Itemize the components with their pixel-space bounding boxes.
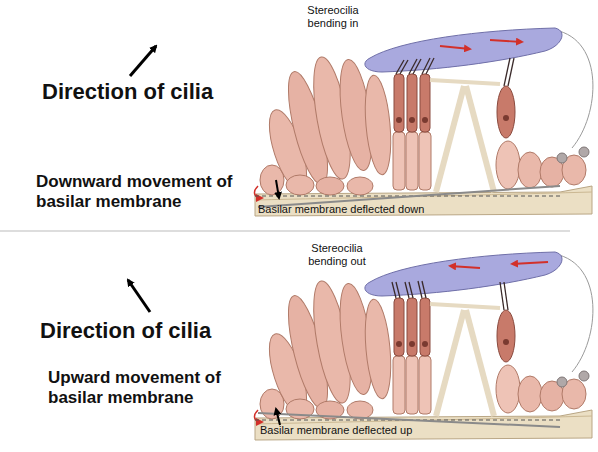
stereocilium xyxy=(396,282,400,298)
stereocilium xyxy=(422,281,426,298)
stereocilium xyxy=(508,58,514,86)
deflection-label: Basilar membrane deflected down xyxy=(258,203,518,216)
movement-label: Upward movement of basilar membrane xyxy=(48,368,224,407)
stereocilium xyxy=(504,282,508,310)
stereocilium xyxy=(500,282,504,310)
direction-label: Direction of cilia xyxy=(40,318,280,343)
direction-arrow xyxy=(130,46,156,76)
organ-of-corti-bottom xyxy=(255,252,593,440)
shear-arrow xyxy=(512,262,548,264)
direction-label: Direction of cilia xyxy=(42,79,282,104)
shear-arrow xyxy=(440,46,470,49)
deflection-label: Basilar membrane deflected up xyxy=(260,424,520,437)
shear-arrow xyxy=(490,40,522,42)
stereocilium xyxy=(426,58,434,74)
stereocilium xyxy=(392,282,396,298)
panel-divider xyxy=(0,231,570,232)
movement-arrow xyxy=(276,180,279,198)
direction-arrow xyxy=(128,280,150,312)
stereocilium xyxy=(422,58,430,74)
movement-label: Downward movement of basilar membrane xyxy=(36,172,236,211)
structure-label: Stereocilia bending out xyxy=(298,242,376,267)
stereocilium xyxy=(405,282,409,298)
movement-arrow xyxy=(276,409,280,425)
structure-label: Stereocilia bending in xyxy=(294,4,372,29)
stereocilium xyxy=(418,281,422,298)
stereocilium xyxy=(409,282,413,298)
stereocilium xyxy=(400,60,408,74)
stereocilium xyxy=(396,60,404,74)
stereocilia-top xyxy=(396,58,514,86)
shear-arrow xyxy=(450,266,480,268)
stereocilia-bottom xyxy=(392,281,508,310)
stereocilium xyxy=(409,59,417,74)
stereocilium xyxy=(413,59,421,74)
organ-of-corti-top xyxy=(255,28,593,216)
